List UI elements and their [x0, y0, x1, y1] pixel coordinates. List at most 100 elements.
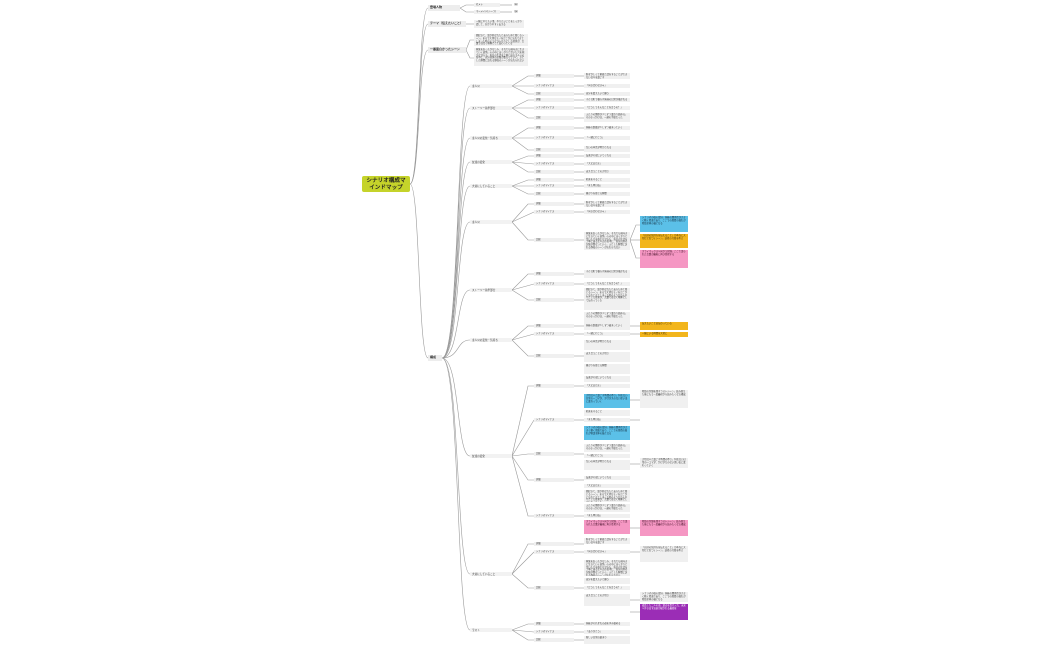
- item-compare[interactable]: 比較: [534, 586, 574, 590]
- branch-structure[interactable]: 構成: [428, 355, 442, 361]
- item-scenario[interactable]: シナリオマイナス: [534, 210, 574, 214]
- detail-text[interactable]: 「どうしてそんなことを言うの？」: [584, 282, 630, 286]
- detail-text[interactable]: 姉妹の距離が少しずつ縮まっていく: [584, 324, 630, 330]
- detail-text[interactable]: 「向き合わなきゃ」: [584, 550, 630, 554]
- item-compare[interactable]: 比較: [534, 354, 574, 358]
- detail-text[interactable]: 「また明日ね」: [584, 514, 630, 518]
- detail-text[interactable]: 繋がりを感じる瞬間: [584, 364, 630, 374]
- section-last[interactable]: ラスト: [470, 628, 512, 632]
- detail-text[interactable]: 朝起きて、誰か死なれたとあらためて感じるシーン。まるで大切なモノをどこかに忘れて…: [584, 288, 630, 310]
- item-scenario[interactable]: シナリオマイナス: [534, 282, 574, 286]
- detail-text[interactable]: 姉妹の距離が少しずつ縮まっていく: [584, 126, 630, 130]
- detail-text[interactable]: 自分を変えたいと願う: [584, 92, 630, 96]
- callout-yellow[interactable]: 「自分の気持ちを伝えること」が本当に大切だと気づくシーン。読者の共感を呼ぶ: [640, 234, 688, 248]
- detail-text[interactable]: 互いの本音が明かされる: [584, 340, 630, 350]
- detail-text[interactable]: 「ありがとう」: [584, 630, 630, 634]
- branch-favorite-scene[interactable]: 一番面白かったシーン: [428, 47, 466, 53]
- detail-text[interactable]: 「向き合わなきゃ」: [584, 210, 630, 214]
- detail-text[interactable]: 互いの本音が明かされる: [584, 460, 630, 470]
- item-detail[interactable]: 詳細: [534, 154, 574, 158]
- detail-text[interactable]: 恥ずかしくて家族と話をすることができない日々を過ごす: [584, 538, 630, 544]
- theme-text[interactable]: 一緒にやりたい事、やりたいことをしっかり話して、分かりやすく伝える: [474, 20, 524, 28]
- detail-text[interactable]: 「向き合わなきゃ」: [584, 84, 630, 88]
- character-item[interactable]: セメレ: [474, 3, 500, 7]
- detail-text[interactable]: 「大丈夫だよ」: [584, 384, 630, 388]
- item-compare[interactable]: 比較: [534, 298, 574, 302]
- detail-text[interactable]: 家族を失ったかなしみ、それでも前向きに生きていく姿勢。心の中にぽっかりと空いた穴…: [584, 232, 630, 250]
- section-generic[interactable]: 大切にしていること: [470, 572, 512, 576]
- item-scenario[interactable]: シナリオマイナス: [534, 136, 574, 140]
- section-protagonist[interactable]: 主人公: [470, 84, 512, 88]
- detail-text[interactable]: 恥ずかしくて家族と話をすることができない日々を過ごす: [584, 201, 630, 207]
- detail-text[interactable]: 友達がそばにいてくれる: [584, 154, 630, 158]
- detail-text[interactable]: 約束を守ること: [584, 410, 630, 416]
- item-detail[interactable]: 詳細: [534, 478, 574, 482]
- highlight-note-blue[interactable]: 大切な人と過ごす時間の尊さ。何気ない日常の一コマが、かけがえのない思い出に変わっ…: [584, 394, 630, 408]
- root-topic[interactable]: シナリオ構成マインドマップ: [362, 176, 410, 192]
- detail-text[interactable]: 「大丈夫だよ」: [584, 162, 630, 166]
- detail-text[interactable]: 支え合うことの大切さ: [584, 170, 630, 174]
- item-scenario[interactable]: シナリオマイナス: [534, 332, 574, 336]
- scene-text[interactable]: 朝起きて、誰か死なれたとあらためて感じるシーン。まるで大切なモノをどこかに忘れて…: [474, 34, 528, 46]
- item-scenario[interactable]: シナリオマイナス: [534, 630, 574, 634]
- callout-yellow[interactable]: 一緒にいる時間を大切に: [640, 332, 688, 337]
- character-item[interactable]: マーメイド(シーラ): [474, 10, 500, 14]
- item-detail[interactable]: 詳細: [534, 384, 574, 388]
- section-protagonist-change[interactable]: 主人公の変化・気持ち: [470, 136, 512, 140]
- item-compare[interactable]: 比較: [534, 238, 574, 242]
- detail-text[interactable]: 姉妹がそれぞれの道を歩み始める: [584, 622, 630, 626]
- item-detail[interactable]: 詳細: [534, 178, 574, 182]
- item-scenario[interactable]: シナリオマイナス: [534, 84, 574, 88]
- item-detail[interactable]: 詳細: [534, 202, 574, 206]
- branch-characters[interactable]: 登場人物: [428, 5, 460, 11]
- detail-text[interactable]: 「また明日ね」: [584, 184, 630, 188]
- detail-text[interactable]: 「どうしてそんなことを言うの？」: [584, 586, 630, 590]
- detail-text[interactable]: 恥ずかしくて家族と話をすることができない日々を過ごす: [584, 73, 630, 79]
- callout-blue[interactable]: シナリオの核心部分。姉妹の関係性が大きく動く場面であり、ここでの感情の揺れが物語…: [640, 216, 688, 232]
- detail-text[interactable]: 「一緒に行こう」: [584, 136, 630, 140]
- item-scenario[interactable]: シナリオマイナス: [534, 106, 574, 110]
- detail-text[interactable]: 互いの本音が明かされる: [584, 146, 630, 152]
- item-detail[interactable]: 詳細: [534, 126, 574, 130]
- detail-text[interactable]: 「また明日ね」: [584, 418, 630, 422]
- highlight-note-blue[interactable]: シナリオの核心部分。姉妹の関係性が大きく動く場面であり、ここでの感情の揺れが物語…: [584, 426, 630, 440]
- item-compare[interactable]: 比較: [534, 116, 574, 120]
- item-scenario[interactable]: シナリオマイナス: [534, 162, 574, 166]
- detail-text[interactable]: 繋がりを感じる瞬間: [584, 192, 630, 196]
- detail-text[interactable]: 「どうしてそんなことを言うの？」: [584, 106, 630, 110]
- item-detail[interactable]: 詳細: [534, 272, 574, 276]
- item-compare[interactable]: 比較: [534, 170, 574, 174]
- detail-text[interactable]: ふたりの関係が少しずつ変わり始める。そのきっかけは、一通の手紙だった: [584, 113, 630, 122]
- callout-pink[interactable]: クライマックスへ向かう伏線。ここで語られた言葉が最後に再び登場する: [640, 250, 688, 268]
- section-generic[interactable]: 主人公: [470, 220, 512, 224]
- item-scenario[interactable]: シナリオマイナス: [534, 550, 574, 554]
- callout-yellow[interactable]: 伝えたいことは伝わっている: [640, 322, 688, 330]
- section-friend-change[interactable]: 友達の変化: [470, 160, 512, 164]
- branch-theme[interactable]: テーマ（伝えたいこと）: [428, 21, 466, 27]
- detail-text[interactable]: 支え合うことの大切さ: [584, 352, 630, 362]
- detail-text[interactable]: 朝起きて、誰か死なれたとあらためて感じるシーン。まるで大切なモノをどこかに忘れて…: [584, 490, 630, 502]
- callout-purple[interactable]: 成長した二人の姿。過去を受け入れ、未来へ歩き出す決意が描かれる最終章: [640, 604, 688, 620]
- section-important[interactable]: 大切にしていること: [470, 184, 512, 188]
- detail-text[interactable]: 自分を変えたいと願う: [584, 578, 630, 584]
- callout-pink[interactable]: 物語の余韻を残すラストシーン。読み終えた後にもう一度最初から読みたくなる構成: [640, 520, 688, 536]
- detail-text[interactable]: 「一緒に行こう」: [584, 454, 630, 458]
- callout-plain[interactable]: 大切な人と過ごす時間の尊さ。何気ない日常の一コマが、かけがえのない思い出に変わっ…: [640, 458, 688, 468]
- section-generic[interactable]: ストーリー前半部分: [470, 288, 512, 292]
- highlight-note-pink[interactable]: クライマックスへ向かう伏線。ここで語られた言葉が最後に再び登場する: [584, 520, 630, 534]
- detail-text[interactable]: 約束を守ること: [584, 178, 630, 182]
- detail-text[interactable]: 家族を失ったかなしみ、それでも前向きに生きていく姿勢。心の中にぽっかりと空いた穴…: [584, 560, 630, 576]
- detail-text[interactable]: 友達がそばにいてくれる: [584, 376, 630, 382]
- detail-text[interactable]: 「大丈夫だよ」: [584, 484, 630, 488]
- detail-text[interactable]: 支え合うことの大切さ: [584, 594, 630, 606]
- section-generic[interactable]: 友達の変化: [470, 454, 512, 458]
- scene-text[interactable]: 家族を失ったかなしみ、それでも前向きに生きていく姿勢。心の中にぽっかりと空いた穴…: [474, 48, 528, 66]
- item-detail[interactable]: 詳細: [534, 542, 574, 546]
- detail-text[interactable]: 友達がそばにいてくれる: [584, 476, 630, 480]
- item-detail[interactable]: 詳細: [534, 98, 574, 102]
- item-scenario[interactable]: シナリオマイナス: [534, 184, 574, 188]
- callout-plain[interactable]: 物語の余韻を残すラストシーン。読み終えた後にもう一度最初から読みたくなる構成: [640, 390, 688, 408]
- item-compare[interactable]: 比較: [534, 192, 574, 196]
- item-compare[interactable]: 比較: [534, 452, 574, 456]
- item-detail[interactable]: 詳細: [534, 324, 574, 328]
